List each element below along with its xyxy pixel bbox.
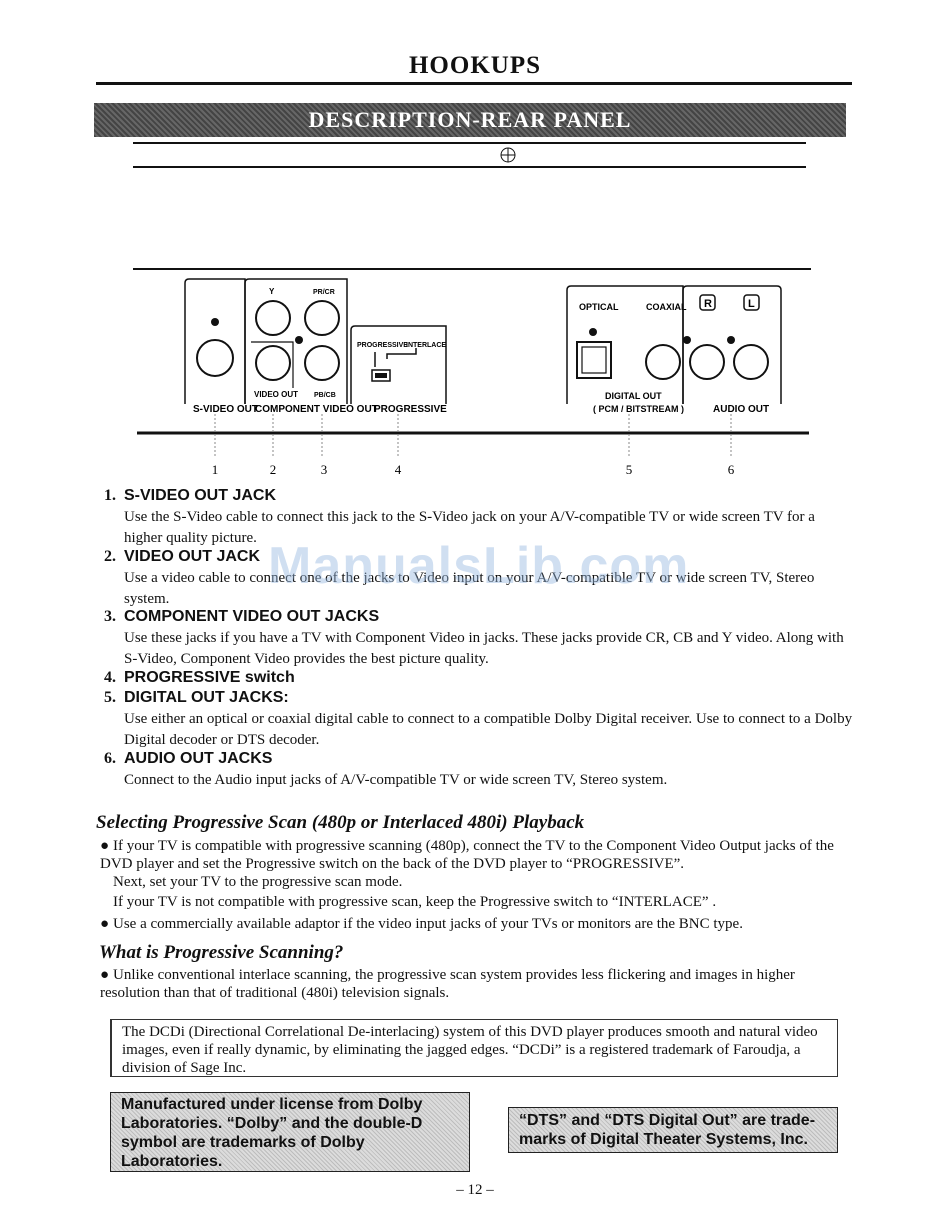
what-bullet-1: ●Unlike conventional interlace scanning,… bbox=[100, 967, 795, 1001]
item-3-title: 3.COMPONENT VIDEO OUT JACKS bbox=[104, 608, 380, 625]
item-4-title: 4.PROGRESSIVE switch bbox=[104, 669, 295, 686]
watermark: ManualsLib.com bbox=[268, 537, 690, 595]
item-1-title: 1.S-VIDEO OUT JACK bbox=[104, 487, 277, 504]
callout-1: 1 bbox=[212, 462, 219, 477]
audio-out-jacks bbox=[682, 285, 782, 404]
divider bbox=[133, 166, 806, 168]
page-title: HOOKUPS bbox=[408, 52, 541, 79]
optical-label: OPTICAL bbox=[579, 302, 619, 312]
rear-panel-diagram: S-VIDEO OUT Y PR/CR VIDEO OUT PB/CB COMP… bbox=[133, 268, 811, 477]
progressive-bullet-1-cont2: If your TV is not compatible with progre… bbox=[113, 894, 717, 910]
callout-4: 4 bbox=[395, 462, 402, 477]
item-5-title: 5.DIGITAL OUT JACKS: bbox=[104, 689, 289, 706]
svideo-out-label: S-VIDEO OUT bbox=[193, 404, 258, 415]
divider bbox=[133, 142, 806, 144]
progressive-switch-label: PROGRESSIVE bbox=[357, 342, 408, 349]
dts-trademark-notice: “DTS” and “DTS Digital Out” are trade-ma… bbox=[508, 1107, 838, 1153]
section-heading-what: What is Progressive Scanning? bbox=[99, 942, 344, 963]
audio-r-label: R bbox=[704, 298, 712, 310]
callout-2: 2 bbox=[270, 462, 277, 477]
interlace-switch-label: INTERLACE bbox=[406, 342, 446, 349]
progressive-bullet-2: ●Use a commercially available adaptor if… bbox=[100, 916, 743, 932]
dolby-trademark-notice: Manufactured under license from Dolby La… bbox=[110, 1092, 470, 1172]
item-2-body: Use a video cable to connect one of the … bbox=[124, 570, 815, 607]
registration-mark-icon bbox=[500, 147, 516, 163]
digital-out-jacks bbox=[566, 285, 691, 404]
digital-out-label: DIGITAL OUT bbox=[605, 391, 662, 401]
title-rule bbox=[96, 82, 852, 85]
component-video-out-jacks bbox=[244, 278, 348, 404]
item-6-body: Connect to the Audio input jacks of A/V-… bbox=[124, 772, 668, 788]
section-banner: DESCRIPTION-REAR PANEL bbox=[94, 103, 846, 137]
dcdi-note: The DCDi (Directional Correlational De-i… bbox=[110, 1019, 838, 1077]
callout-3: 3 bbox=[321, 462, 328, 477]
audio-out-label: AUDIO OUT bbox=[713, 404, 769, 415]
pb-label: PB/CB bbox=[314, 392, 336, 399]
item-3-body: Use these jacks if you have a TV with Co… bbox=[124, 630, 844, 667]
item-1-body: Use the S-Video cable to connect this ja… bbox=[124, 509, 815, 546]
progressive-switch bbox=[350, 325, 447, 404]
progressive-bullet-1: ●If your TV is compatible with progressi… bbox=[100, 838, 834, 872]
progressive-group-label: PROGRESSIVE bbox=[374, 404, 447, 415]
coaxial-label: COAXIAL bbox=[646, 302, 687, 312]
item-2-title: 2.VIDEO OUT JACK bbox=[104, 548, 261, 565]
progressive-bullet-1-cont: Next, set your TV to the progressive sca… bbox=[113, 874, 403, 890]
y-label: Y bbox=[269, 287, 275, 296]
component-label: COMPONENT VIDEO OUT bbox=[255, 404, 378, 415]
callout-5: 5 bbox=[626, 462, 633, 477]
callout-6: 6 bbox=[728, 462, 735, 477]
item-5-body: Use either an optical or coaxial digital… bbox=[124, 711, 853, 748]
pcm-bitstream-label: ( PCM / BITSTREAM ) bbox=[593, 404, 684, 414]
pr-label: PR/CR bbox=[313, 289, 335, 296]
page-number: – 12 – bbox=[456, 1182, 494, 1198]
item-6-title: 6.AUDIO OUT JACKS bbox=[104, 750, 273, 767]
svideo-out-jack bbox=[184, 278, 246, 404]
section-heading-progressive: Selecting Progressive Scan (480p or Inte… bbox=[96, 812, 585, 833]
video-out-label: VIDEO OUT bbox=[254, 390, 298, 399]
banner-title: DESCRIPTION-REAR PANEL bbox=[308, 107, 632, 132]
audio-l-label: L bbox=[748, 298, 755, 310]
